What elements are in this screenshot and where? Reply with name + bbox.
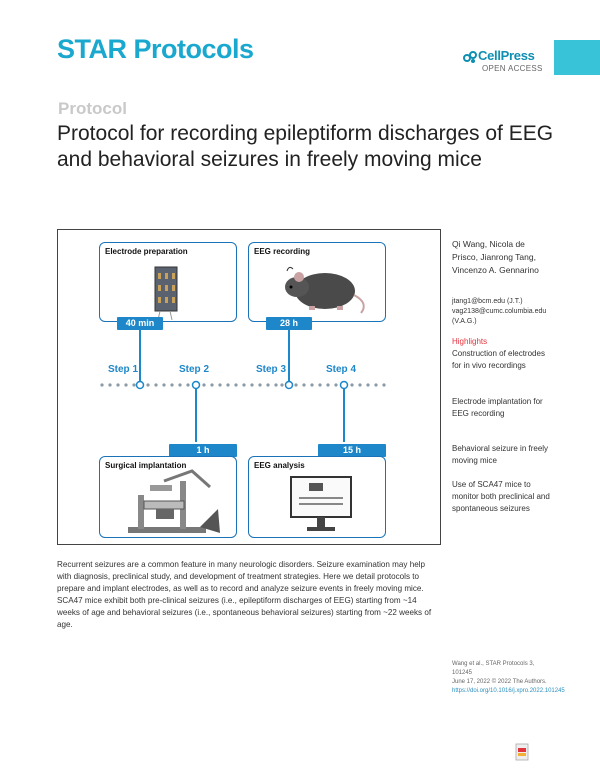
author-emails: jtang1@bcm.edu (J.T.) vag2138@cumc.colum… xyxy=(452,298,547,325)
journal-color-tab xyxy=(554,40,600,75)
step-2-label: Step 2 xyxy=(179,364,210,375)
cellpress-logo: CellPress OPEN ACCESS xyxy=(462,48,544,76)
step-3-label: Step 3 xyxy=(256,364,287,375)
cellpress-icon xyxy=(463,51,477,63)
highlights-heading: Highlights xyxy=(452,337,488,346)
panel-label: Surgical implantation xyxy=(105,461,187,470)
article-type: Protocol xyxy=(58,99,127,118)
highlight-item: Use of SCA47 mice to monitor both precli… xyxy=(452,480,550,513)
doi-link[interactable]: https://doi.org/10.1016/j.xpro.2022.1012… xyxy=(452,688,565,694)
citation-date: June 17, 2022 © 2022 The Authors. xyxy=(452,679,547,685)
time-tag-surgical-implantation: 1 h xyxy=(169,444,237,457)
monitor-illustration xyxy=(290,476,352,531)
mouse-illustration xyxy=(285,266,365,314)
article-title: Protocol for recording epileptiform disc… xyxy=(57,122,554,171)
graphical-abstract: Electrode preparation 40 min EEG recordi… xyxy=(57,229,441,545)
step-4-label: Step 4 xyxy=(326,364,357,375)
electrode-illustration xyxy=(154,266,178,321)
stereotaxic-frame-illustration xyxy=(128,469,220,533)
step-1-label: Step 1 xyxy=(108,364,139,375)
journal-title: STAR Protocols xyxy=(57,34,254,64)
time-tag-eeg-recording: 28 h xyxy=(266,317,312,330)
panel-eeg-recording: EEG recording xyxy=(248,242,386,322)
citation-ref: Wang et al., STAR Protocols 3, 101245 xyxy=(452,661,535,676)
time-tag-electrode-preparation: 40 min xyxy=(117,317,163,330)
panel-label: EEG recording xyxy=(254,247,311,256)
timeline-connectors xyxy=(100,330,386,442)
panel-label: Electrode preparation xyxy=(105,247,188,256)
publisher-name: CellPress xyxy=(478,48,535,63)
highlight-item: Electrode implantation for EEG recording xyxy=(452,397,543,418)
citation: Wang et al., STAR Protocols 3, 101245 Ju… xyxy=(452,660,565,696)
panel-electrode-preparation: Electrode preparation xyxy=(99,242,237,322)
authors: Qi Wang, Nicola de Prisco, Jianrong Tang… xyxy=(452,239,539,275)
check-for-updates-icon[interactable] xyxy=(515,743,529,761)
panel-label: EEG analysis xyxy=(254,461,305,470)
open-access-label: OPEN ACCESS xyxy=(482,64,543,73)
panel-surgical-implantation: Surgical implantation xyxy=(99,456,237,538)
abstract: Recurrent seizures are a common feature … xyxy=(57,560,432,629)
highlight-item: Construction of electrodes for in vivo r… xyxy=(452,349,545,370)
highlight-item: Behavioral seizure in freely moving mice xyxy=(452,444,549,465)
time-tag-eeg-analysis: 15 h xyxy=(318,444,386,457)
panel-eeg-analysis: EEG analysis xyxy=(248,456,386,538)
